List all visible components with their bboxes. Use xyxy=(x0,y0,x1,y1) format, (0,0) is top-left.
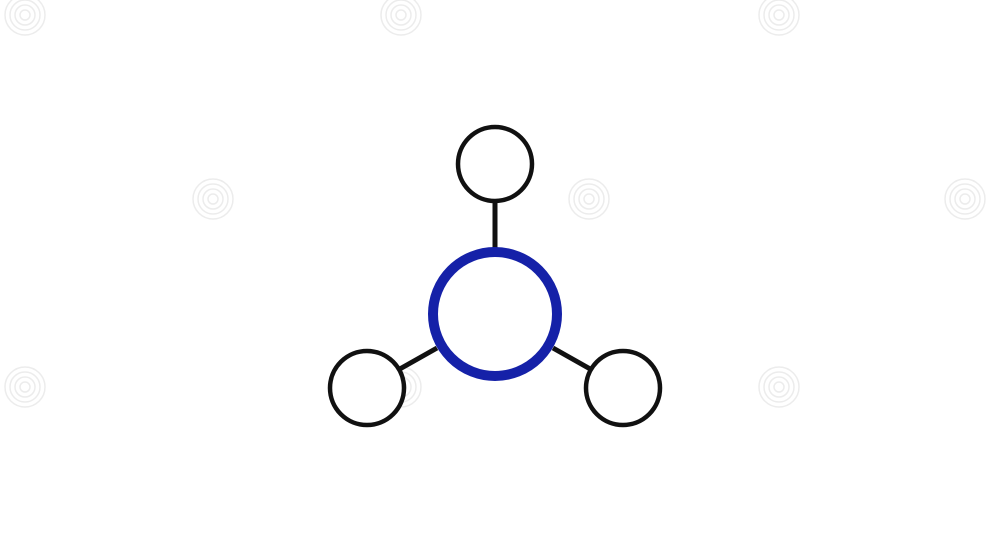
watermark-spiral-icon xyxy=(568,178,610,220)
atom-central xyxy=(428,247,562,381)
watermark-spiral-icon xyxy=(380,0,422,36)
watermark-spiral-icon xyxy=(758,366,800,408)
atom-bottom-right xyxy=(583,348,663,428)
bond-bottom-right xyxy=(551,345,594,373)
watermark-spiral-icon xyxy=(4,366,46,408)
watermark-spiral-icon xyxy=(944,178,986,220)
bond-bottom-left xyxy=(396,345,439,373)
watermark-spiral-icon xyxy=(192,178,234,220)
atom-bottom-left xyxy=(327,348,407,428)
watermark-spiral-icon xyxy=(4,0,46,36)
watermark-spiral-icon xyxy=(758,0,800,36)
atom-top xyxy=(455,124,535,204)
